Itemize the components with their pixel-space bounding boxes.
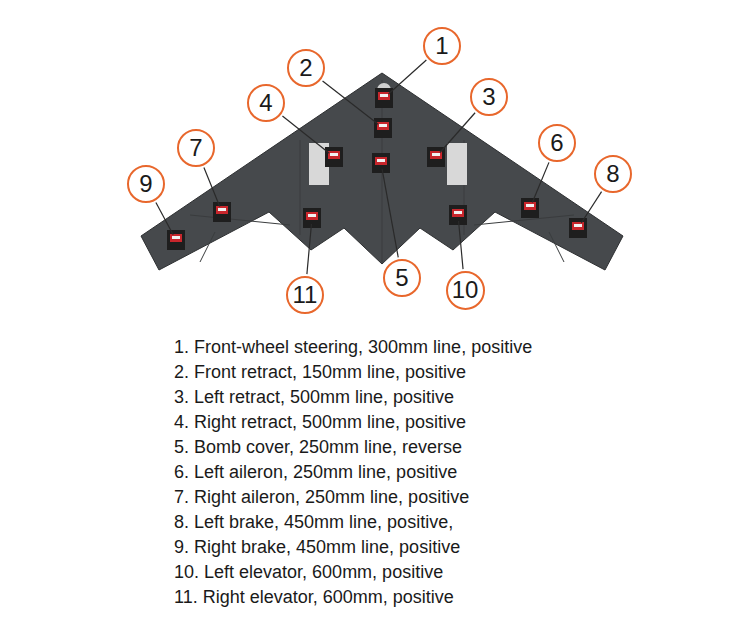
servo-body xyxy=(375,88,393,108)
servo-label xyxy=(524,202,536,210)
leader-line xyxy=(382,169,398,257)
callout-text: 9 xyxy=(139,172,152,196)
callout-number: 6 xyxy=(538,124,576,162)
servo-icon xyxy=(449,205,467,225)
callout-text: 7 xyxy=(189,136,202,160)
leader-line xyxy=(323,81,379,124)
servo-label xyxy=(378,92,390,100)
servo-body xyxy=(374,118,392,138)
callout-number: 8 xyxy=(594,155,632,193)
servo-label xyxy=(377,122,389,130)
callout-text: 10 xyxy=(452,278,479,302)
servo-stripe xyxy=(377,159,385,162)
servo-stripe xyxy=(379,124,387,127)
callout-number: 1 xyxy=(423,27,461,65)
servo-stripe xyxy=(380,94,388,97)
legend-line: 4. Right retract, 500mm line, positive xyxy=(174,411,466,433)
callout-number: 11 xyxy=(286,276,324,314)
callout-text: 2 xyxy=(299,56,312,80)
legend-line: 6. Left aileron, 250mm line, positive xyxy=(174,461,457,483)
callout-number: 9 xyxy=(127,165,165,203)
leader-line xyxy=(532,162,549,202)
legend-line: 5. Bomb cover, 250mm line, reverse xyxy=(174,436,462,458)
servo-stripe xyxy=(432,153,440,156)
servo-label xyxy=(452,209,464,217)
servo-icon xyxy=(375,88,393,108)
callout-number: 4 xyxy=(247,84,285,122)
servo-body xyxy=(167,230,185,250)
servo-icon xyxy=(521,198,539,218)
callout-text: 1 xyxy=(435,34,448,58)
leader-line xyxy=(459,221,463,269)
leader-line xyxy=(204,167,220,206)
flying-wing xyxy=(141,73,623,270)
servo-body xyxy=(449,205,467,225)
servo-body xyxy=(303,208,321,228)
callout-text: 4 xyxy=(259,91,272,115)
servo-label xyxy=(306,212,318,220)
servo-icon xyxy=(325,147,343,167)
legend-line: 11. Right elevator, 600mm, positive xyxy=(174,586,454,608)
servo-stripe xyxy=(574,224,582,227)
legend-line: 1. Front-wheel steering, 300mm line, pos… xyxy=(174,336,532,358)
servo-icon xyxy=(213,202,231,222)
callout-number: 5 xyxy=(383,259,421,297)
servo-stripe xyxy=(218,208,226,211)
legend-line: 7. Right aileron, 250mm line, positive xyxy=(174,486,469,508)
callout-text: 11 xyxy=(293,283,318,307)
leader-line xyxy=(156,203,173,235)
servo-icon xyxy=(167,230,185,250)
callout-number: 10 xyxy=(446,271,485,310)
servo-body xyxy=(325,147,343,167)
legend-line: 8. Left brake, 450mm line, positive, xyxy=(174,511,453,533)
callout-text: 6 xyxy=(550,131,563,155)
servo-icon xyxy=(303,208,321,228)
servo-body xyxy=(521,198,539,218)
leader-line xyxy=(307,224,312,274)
callout-number: 2 xyxy=(287,49,325,87)
callout-number: 3 xyxy=(470,78,508,116)
legend-line: 10. Left elevator, 600mm, positive xyxy=(174,561,443,583)
servo-stripe xyxy=(454,211,462,214)
servo-icon xyxy=(372,153,390,173)
leader-line xyxy=(388,60,426,94)
servo-stripe xyxy=(172,236,180,239)
servo-label xyxy=(328,151,340,159)
leader-line xyxy=(282,116,329,153)
servo-stripe xyxy=(330,153,338,156)
legend-line: 3. Left retract, 500mm line, positive xyxy=(174,386,454,408)
leader-line xyxy=(581,192,601,223)
callout-text: 5 xyxy=(395,266,408,290)
decal xyxy=(447,143,467,185)
servo-body xyxy=(213,202,231,222)
legend-line: 9. Right brake, 450mm line, positive xyxy=(174,536,460,558)
servo-body xyxy=(372,153,390,173)
legend-line: 2. Front retract, 150mm line, positive xyxy=(174,361,466,383)
servo-label xyxy=(170,234,182,242)
callout-number: 7 xyxy=(177,129,215,167)
callout-text: 8 xyxy=(606,162,619,186)
servo-icon xyxy=(374,118,392,138)
callout-text: 3 xyxy=(482,85,495,109)
servo-label xyxy=(216,206,228,214)
panel-lines xyxy=(190,80,574,262)
servo-stripe xyxy=(308,214,316,217)
servo-label xyxy=(572,222,584,230)
servo-body xyxy=(569,218,587,238)
servo-label xyxy=(375,157,387,165)
leader-line xyxy=(440,113,475,153)
servo-icon xyxy=(569,218,587,238)
servo-stripe xyxy=(526,204,534,207)
